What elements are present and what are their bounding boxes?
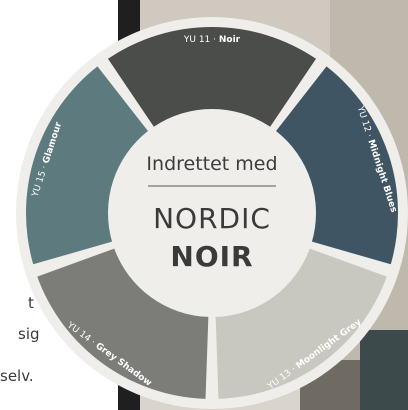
wheel-title-line2: NOIR [170, 240, 253, 273]
wheel-segment-label: YU 11 · Noir [183, 35, 241, 45]
side-text-line2: sig [18, 325, 40, 343]
wheel-title-line1: NORDIC [153, 202, 271, 235]
wheel-segment-moonlight-grey [215, 248, 387, 399]
wheel-segment-glamour [25, 66, 148, 265]
wheel-segment-noir [107, 27, 317, 127]
wheel-heading: Indrettet med [146, 153, 277, 175]
side-text-line1: t [28, 294, 34, 312]
wheel-segment-midnight-blues [276, 66, 398, 265]
wheel-segment-grey-shadow [37, 248, 209, 399]
wheel-center-disc [116, 117, 308, 309]
side-text-line3: selv. [0, 367, 34, 385]
